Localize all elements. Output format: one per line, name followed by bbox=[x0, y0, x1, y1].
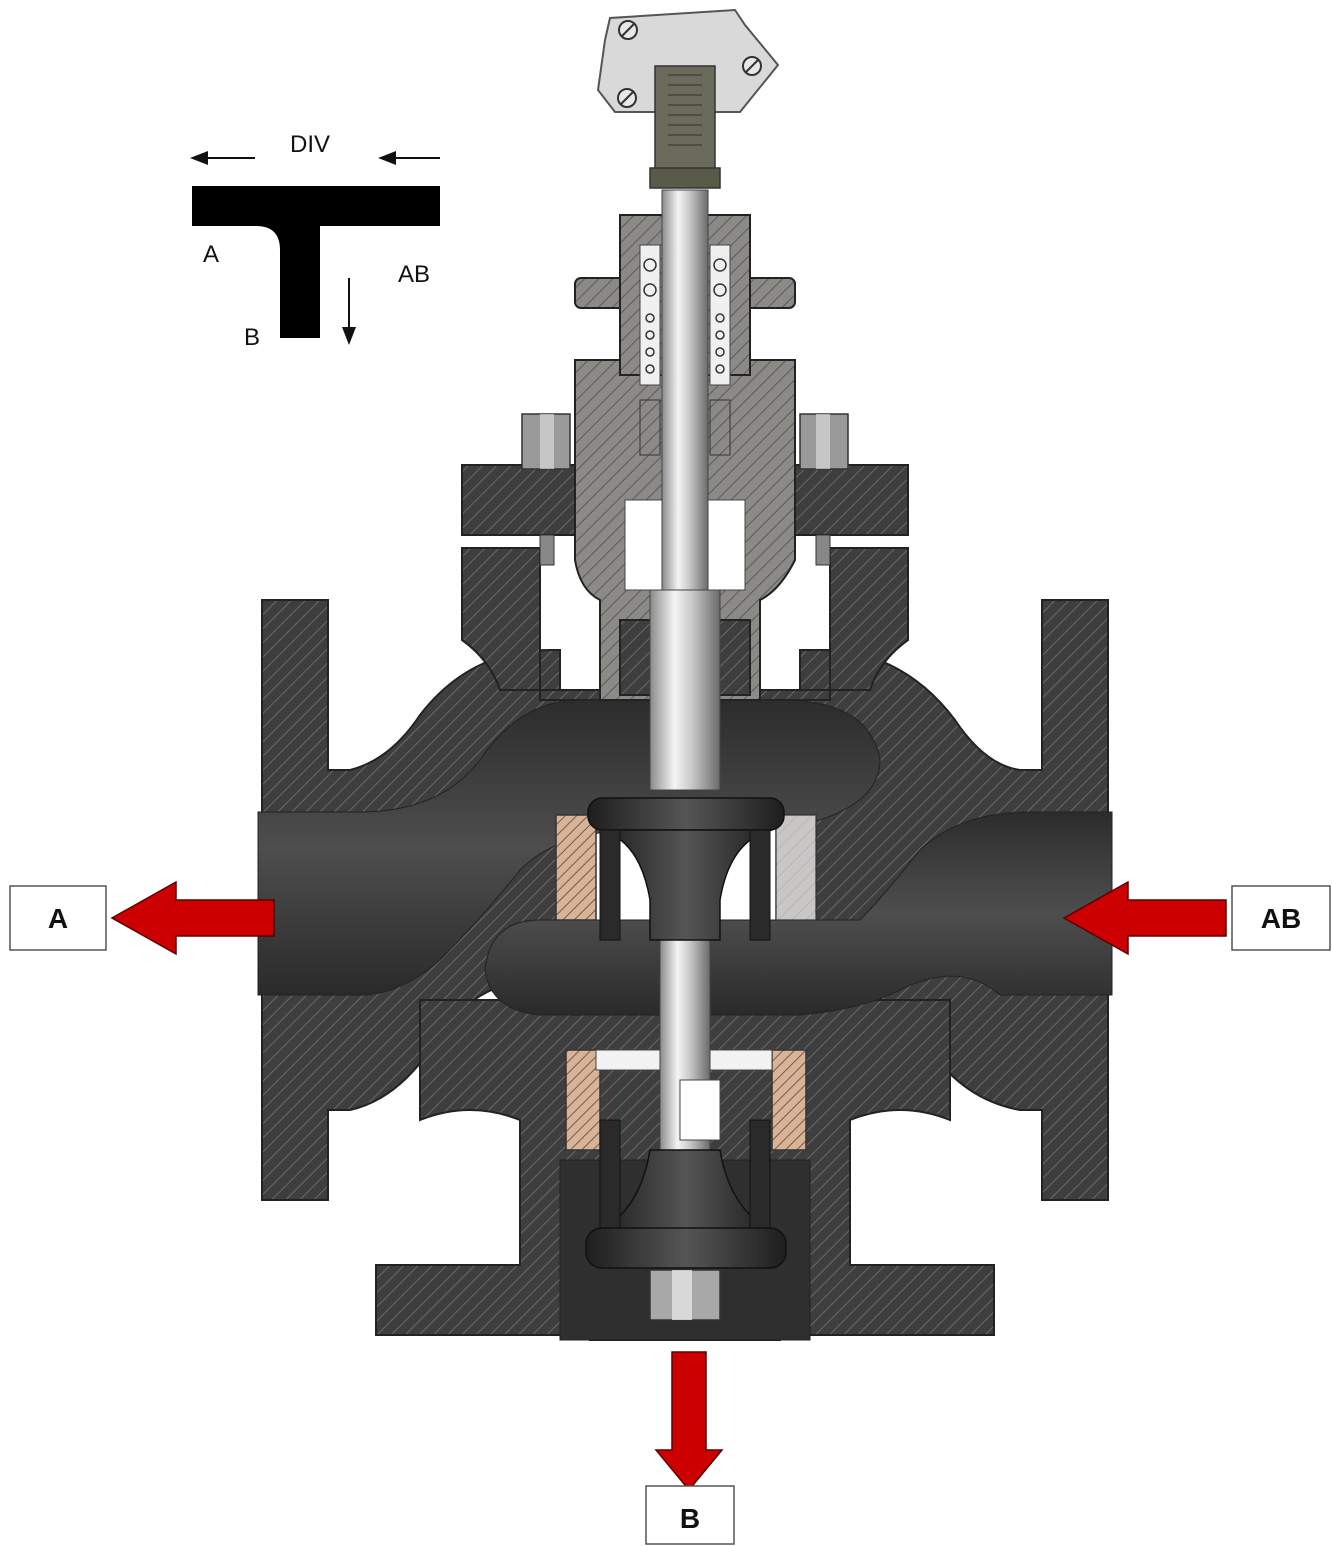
upper-plug bbox=[587, 797, 785, 941]
valve-body bbox=[257, 547, 1113, 1341]
port-label-a: A bbox=[48, 903, 68, 934]
upper-seat bbox=[555, 814, 817, 921]
stem-adapter bbox=[596, 8, 780, 189]
bottom-nut bbox=[649, 1269, 721, 1321]
schematic-arrow-left bbox=[190, 151, 255, 165]
schematic-port-ab: AB bbox=[398, 261, 430, 288]
bore-a bbox=[257, 699, 881, 996]
port-label-ab: AB bbox=[1261, 903, 1301, 934]
schematic-arrow-right bbox=[378, 151, 440, 165]
schematic-mode-label: DIV bbox=[290, 131, 330, 158]
schematic-tee bbox=[192, 186, 440, 338]
bolt-stud-left bbox=[539, 534, 555, 566]
flow-arrow-ab bbox=[1062, 880, 1227, 956]
lower-plug bbox=[585, 1119, 787, 1269]
port-label-b: B bbox=[680, 1503, 700, 1534]
flow-arrow-b bbox=[654, 1351, 724, 1492]
lower-seat bbox=[565, 1049, 807, 1151]
valve-stem bbox=[649, 189, 721, 1151]
flow-arrow-a bbox=[110, 880, 275, 956]
bore-ab bbox=[484, 811, 1113, 1016]
bonnet-bolt-right bbox=[799, 413, 849, 470]
bonnet-bolt-left bbox=[521, 413, 571, 470]
schematic-port-a: A bbox=[203, 241, 219, 268]
schematic-port-b: B bbox=[244, 324, 260, 351]
body-neck bbox=[461, 547, 909, 701]
port-box-a: A bbox=[9, 885, 107, 951]
schematic-arrow-down bbox=[342, 278, 356, 345]
bolt-stud-right bbox=[815, 534, 831, 566]
port-box-b: B bbox=[645, 1485, 735, 1545]
port-box-ab: AB bbox=[1231, 885, 1331, 951]
flow-schematic: DIV A AB B bbox=[190, 131, 440, 351]
